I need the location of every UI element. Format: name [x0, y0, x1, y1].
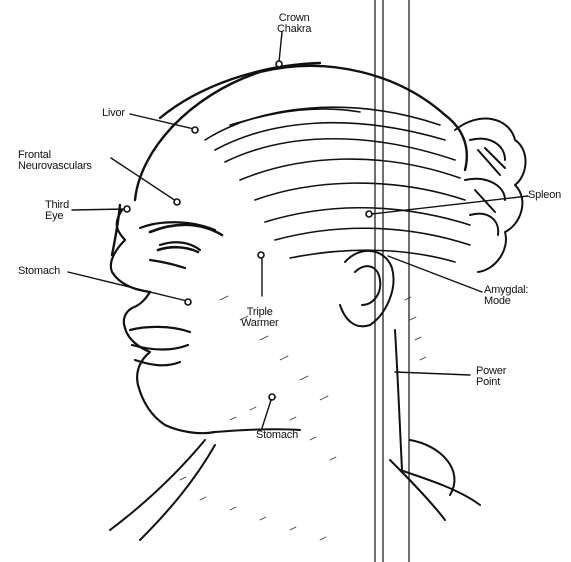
label-third-eye-line2: Eye [45, 211, 69, 222]
label-liver: Livor [102, 108, 125, 119]
point-stomach-left [185, 299, 191, 305]
label-stomach-left-text: Stomach [18, 266, 60, 277]
label-stomach-left: Stomach [18, 266, 60, 277]
leader-lines [68, 32, 528, 428]
point-triple-warmer [258, 252, 264, 258]
label-frontal-neurovasculars: Frontal Neurovasculars [18, 150, 92, 172]
label-amygdala-line2: Mode [484, 296, 528, 307]
shading [180, 296, 426, 540]
label-crown-chakra: Crown Chakra [277, 13, 311, 35]
label-power-point: Power Point [476, 366, 506, 388]
hair-strands [205, 107, 470, 262]
label-power-point-line2: Point [476, 377, 506, 388]
label-spleen-text: Spleon [528, 190, 561, 201]
point-third-eye [124, 206, 130, 212]
eye-details [150, 225, 222, 252]
label-amygdala-mode: Amygdal: Mode [484, 285, 528, 307]
point-crown-chakra [276, 61, 282, 67]
face-profile [111, 210, 215, 433]
label-spleen: Spleon [528, 190, 561, 201]
point-stomach-bottom [269, 394, 275, 400]
label-liver-text: Livor [102, 108, 125, 119]
label-crown-chakra-line2: Chakra [277, 24, 311, 35]
label-stomach-bottom: Stomach [256, 430, 298, 441]
point-spleen [366, 211, 372, 217]
label-triple-warmer: Triple Warmer [241, 307, 279, 329]
label-third-eye: Third Eye [45, 200, 69, 222]
point-frontal [174, 199, 180, 205]
label-frontal-line2: Neurovasculars [18, 161, 92, 172]
label-triple-warmer-line2: Warmer [241, 318, 279, 329]
ear [340, 251, 393, 326]
label-stomach-bottom-text: Stomach [256, 430, 298, 441]
point-liver [192, 127, 198, 133]
